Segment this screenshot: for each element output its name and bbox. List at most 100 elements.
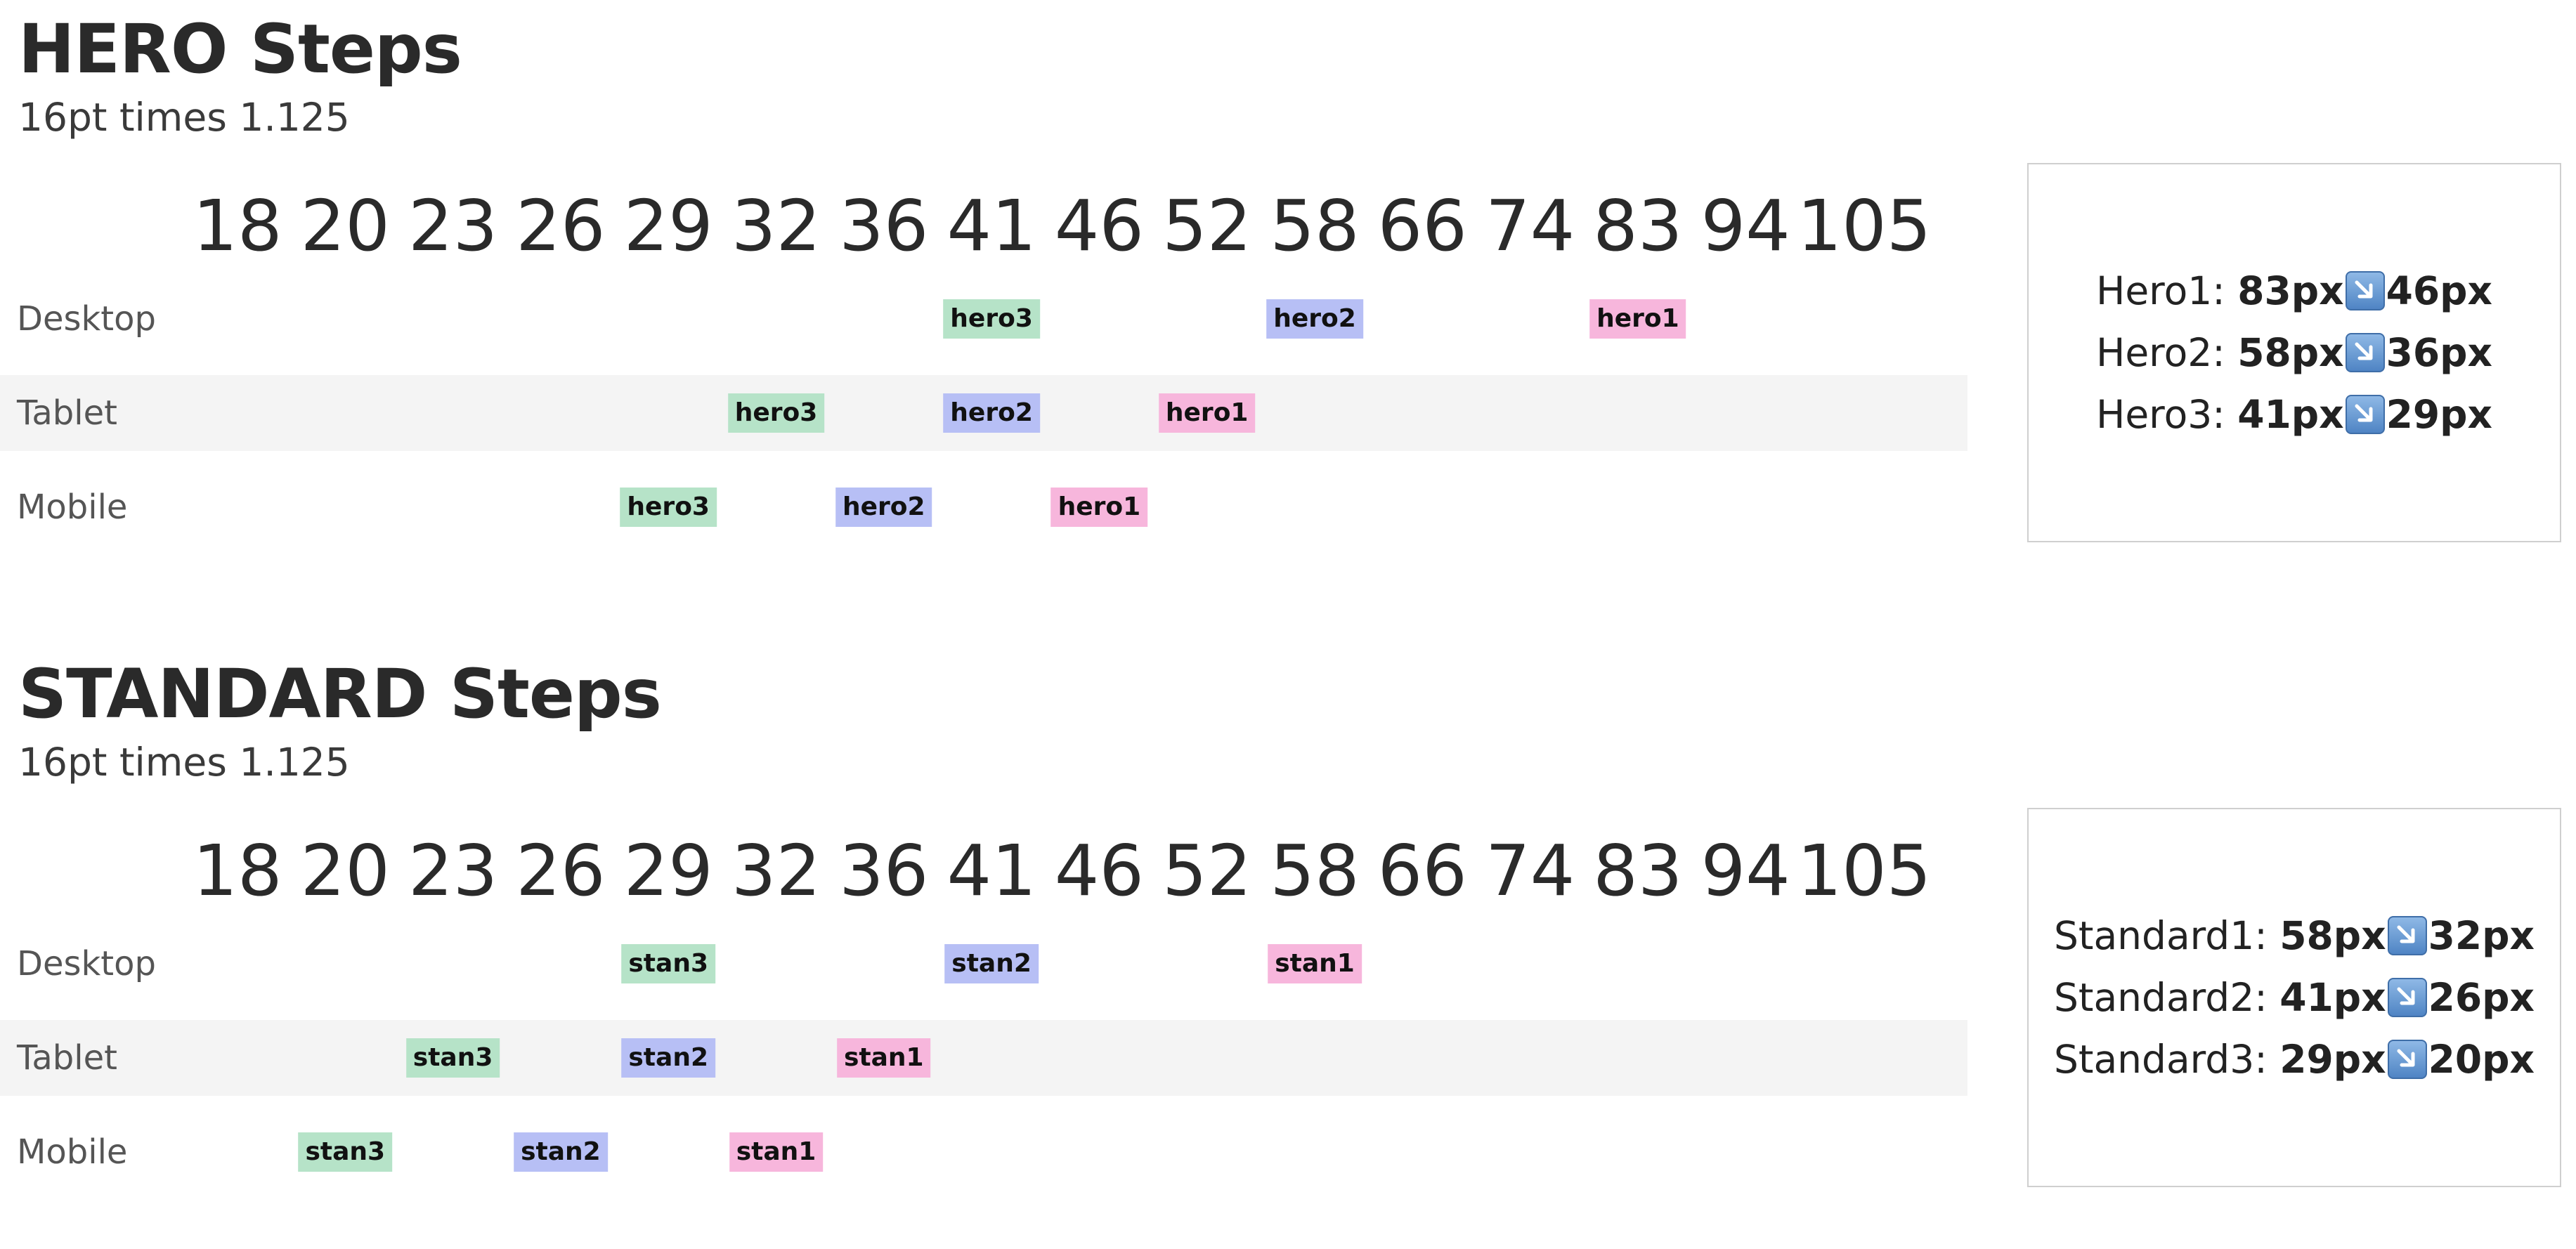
summary-from-value: 58px	[2237, 330, 2344, 375]
scale-value: 83	[1593, 185, 1683, 267]
scale-value: 105	[1797, 830, 1932, 912]
scale-value: 41	[947, 185, 1036, 267]
scale-value: 83	[1593, 830, 1683, 912]
step-chip-stan1: stan1	[836, 1038, 931, 1078]
section-title: STANDARD Steps	[18, 655, 662, 733]
step-chip-hero2: hero2	[943, 393, 1040, 433]
scale-value: 18	[193, 185, 282, 267]
section-subtitle: 16pt times 1.125	[18, 740, 350, 785]
step-chip-hero1: hero1	[1589, 299, 1686, 339]
scale-value: 23	[408, 830, 498, 912]
scale-value: 58	[1270, 185, 1360, 267]
device-row-desktop: Desktop hero3 hero2 hero1	[0, 281, 1967, 357]
scale-value: 105	[1797, 185, 1932, 267]
down-right-arrow-icon	[2345, 333, 2385, 372]
summary-line: Standard3: 29px 20px	[2054, 1036, 2535, 1083]
step-chip-stan3: stan3	[621, 944, 715, 983]
step-chip-stan1: stan1	[1268, 944, 1362, 983]
step-chip-hero1: hero1	[1158, 393, 1256, 433]
summary-line: Hero2: 58px 36px	[2096, 329, 2492, 376]
section-title: HERO Steps	[18, 10, 462, 89]
step-chip-stan2: stan2	[621, 1038, 715, 1078]
scale-value: 23	[408, 185, 498, 267]
summary-from-value: 83px	[2237, 268, 2344, 313]
scale-value: 46	[1054, 185, 1145, 267]
scale-value: 36	[839, 830, 929, 912]
step-chip-hero1: hero1	[1050, 488, 1148, 527]
summary-label: Hero2:	[2095, 330, 2238, 375]
device-row-mobile: Mobile hero3 hero2 hero1	[0, 469, 1967, 545]
scale-value: 29	[623, 185, 713, 267]
step-chip-stan2: stan2	[944, 944, 1039, 983]
device-label: Tablet	[17, 1038, 117, 1078]
device-label: Desktop	[17, 944, 156, 983]
step-chip-hero3: hero3	[943, 299, 1040, 339]
section-subtitle: 16pt times 1.125	[18, 95, 350, 140]
scale-value: 41	[947, 830, 1036, 912]
step-chip-stan2: stan2	[514, 1132, 608, 1172]
scale-value: 94	[1700, 830, 1790, 912]
down-right-arrow-icon	[2345, 271, 2385, 310]
summary-label: Hero3:	[2095, 392, 2238, 437]
down-right-arrow-icon	[2387, 916, 2427, 955]
summary-from-value: 58px	[2279, 913, 2386, 958]
scale-value: 66	[1377, 185, 1467, 267]
down-right-arrow-icon	[2387, 1040, 2427, 1079]
scale-value: 94	[1700, 185, 1790, 267]
summary-to-value: 20px	[2428, 1037, 2535, 1082]
scale-value: 18	[193, 830, 282, 912]
scale-value: 74	[1485, 830, 1575, 912]
step-chip-hero2: hero2	[835, 488, 932, 527]
down-right-arrow-icon	[2387, 978, 2427, 1017]
device-label: Mobile	[17, 1132, 128, 1172]
step-chip-hero3: hero3	[620, 488, 717, 527]
device-row-tablet: Tablet hero3 hero2 hero1	[0, 375, 1967, 451]
step-chip-hero2: hero2	[1266, 299, 1363, 339]
device-label: Mobile	[17, 488, 128, 527]
scale-value: 20	[300, 830, 390, 912]
device-row-desktop: Desktop stan3 stan2 stan1	[0, 926, 1967, 1002]
scale-value: 26	[516, 830, 606, 912]
summary-line: Hero3: 41px 29px	[2096, 391, 2492, 438]
step-chip-hero3: hero3	[727, 393, 825, 433]
summary-to-value: 36px	[2386, 330, 2493, 375]
scale-value: 58	[1270, 830, 1360, 912]
device-label: Tablet	[17, 393, 117, 433]
scale-value: 20	[300, 185, 390, 267]
step-chip-stan1: stan1	[729, 1132, 824, 1172]
summary-label: Standard2:	[2054, 975, 2280, 1020]
summary-label: Standard1:	[2054, 913, 2280, 958]
scale-value: 36	[839, 185, 929, 267]
summary-from-value: 29px	[2279, 1037, 2386, 1082]
device-row-mobile: Mobile stan3 stan2 stan1	[0, 1114, 1967, 1190]
scale-value: 32	[731, 185, 821, 267]
summary-label: Standard3:	[2054, 1037, 2280, 1082]
step-chip-stan3: stan3	[298, 1132, 393, 1172]
scale-value: 32	[731, 830, 821, 912]
scale-value: 52	[1162, 185, 1252, 267]
scale-value: 46	[1054, 830, 1145, 912]
device-label: Desktop	[17, 299, 156, 339]
summary-label: Hero1:	[2095, 268, 2238, 313]
summary-line: Standard1: 58px 32px	[2054, 913, 2535, 959]
summary-from-value: 41px	[2279, 975, 2386, 1020]
summary-from-value: 41px	[2237, 392, 2344, 437]
scale-value: 26	[516, 185, 606, 267]
summary-to-value: 29px	[2386, 392, 2493, 437]
device-row-tablet: Tablet stan3 stan2 stan1	[0, 1020, 1967, 1096]
down-right-arrow-icon	[2345, 395, 2385, 434]
step-chip-stan3: stan3	[405, 1038, 500, 1078]
scale-value: 66	[1377, 830, 1467, 912]
scale-value: 29	[623, 830, 713, 912]
summary-line: Hero1: 83px 46px	[2096, 268, 2492, 314]
summary-to-value: 46px	[2386, 268, 2493, 313]
scale-value: 52	[1162, 830, 1252, 912]
summary-to-value: 32px	[2428, 913, 2535, 958]
scale-value: 74	[1485, 185, 1575, 267]
